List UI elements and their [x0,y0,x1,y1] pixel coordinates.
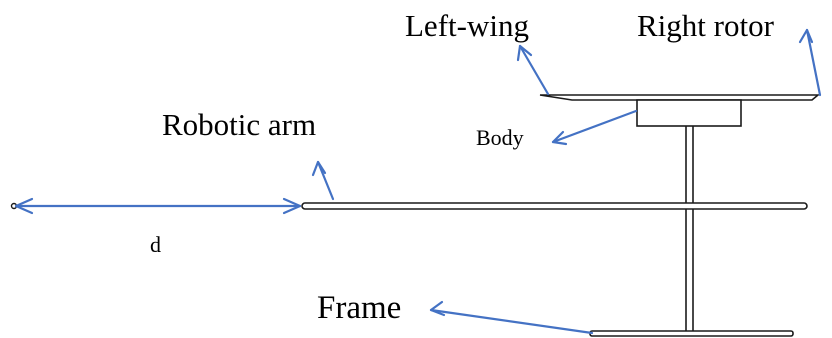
distance-d-label: d [150,232,161,257]
frame-base-bar [589,330,794,337]
frame-label: Frame [317,290,401,326]
body-box [636,99,742,127]
robotic-arm-label: Robotic arm [162,107,316,142]
right-rotor-label: Right rotor [637,8,775,43]
left-wing-label: Left-wing [405,8,529,43]
body-pointer-arrow [551,109,638,146]
left-wing-pointer-arrow [516,44,550,96]
frame-pointer-arrow [429,300,594,335]
robotic-arm-pointer-arrow [311,160,335,201]
body-label: Body [476,125,524,150]
right-rotor-pointer-arrow [798,28,822,97]
distance-d-arrow [14,197,302,215]
rotor-bar [539,94,821,101]
robotic-arm-bar [301,202,808,210]
